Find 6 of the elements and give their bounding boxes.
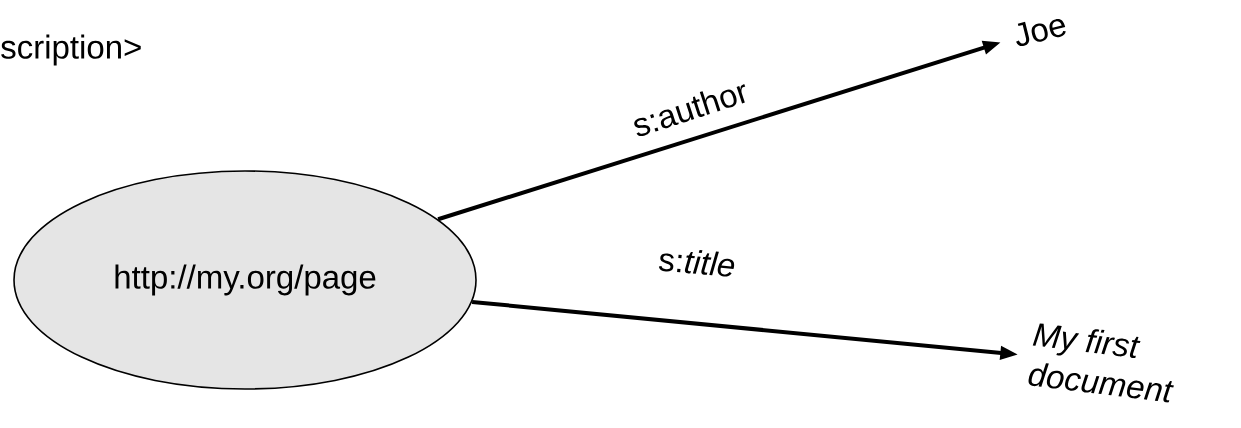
ellipse-node: http://my.org/page — [13, 170, 477, 390]
edge-label: s:author — [634, 84, 746, 137]
node-text: My first document — [1028, 323, 1174, 403]
node-text: Joe — [1016, 19, 1066, 47]
edge-label: s:title — [658, 250, 735, 277]
label-text: scription> — [1, 34, 141, 66]
